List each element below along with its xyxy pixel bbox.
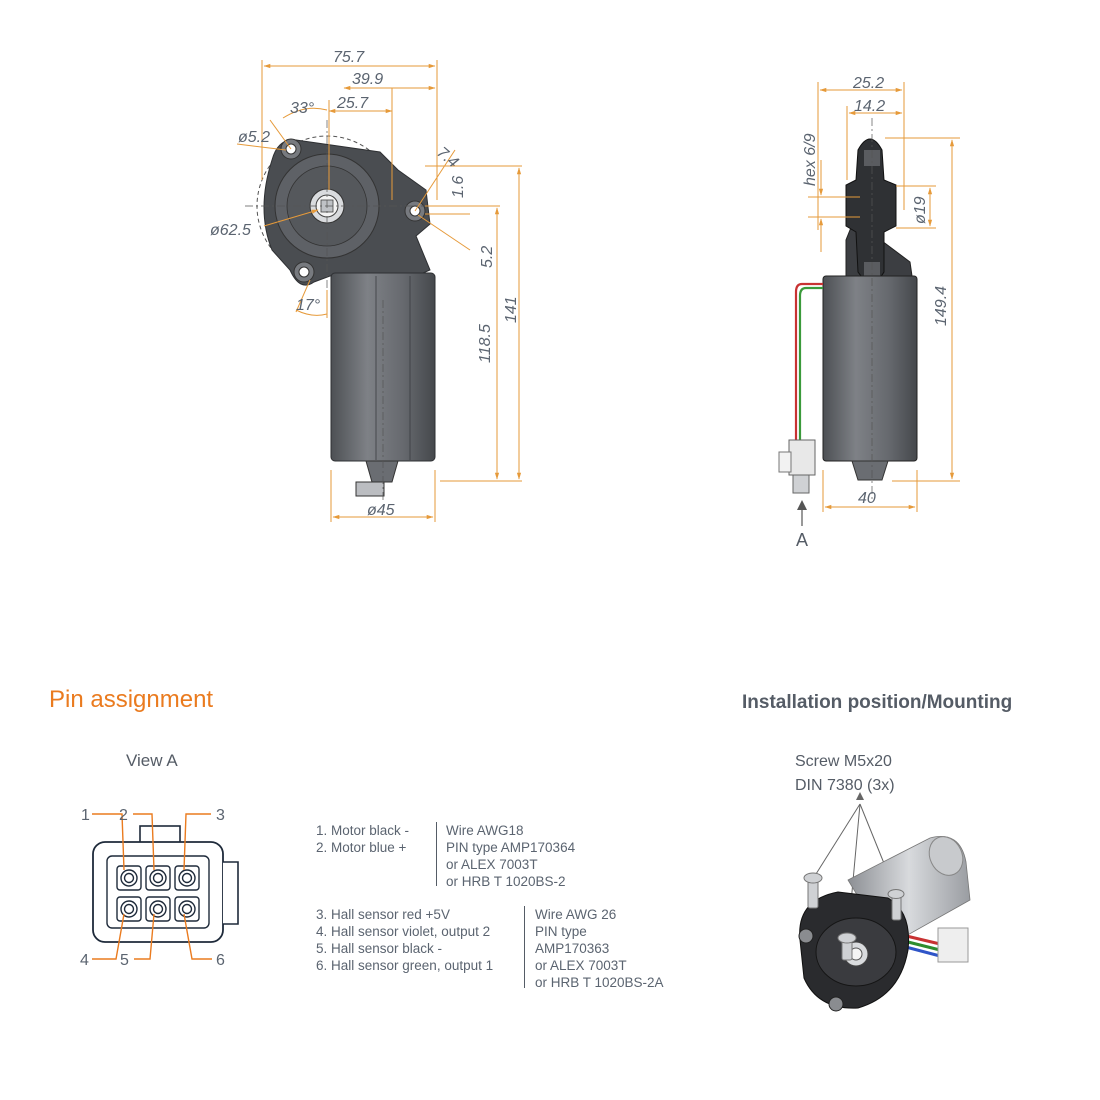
- installation-title: Installation position/Mounting: [742, 692, 1013, 713]
- hall-separator: [524, 906, 525, 988]
- motor-pin-2: 2. Motor blue +: [316, 840, 407, 855]
- dim-1-6: 1.6: [450, 176, 467, 198]
- pin-assignment-title: Pin assignment: [49, 686, 214, 713]
- motor-separator: [436, 822, 437, 886]
- motor-pin-1: 1. Motor black -: [316, 823, 410, 838]
- front-view: 75.7 39.9 25.7 33° ø5.2 ø62.5 7.4 1.6 5.…: [210, 49, 522, 522]
- gear-housing-side: [845, 138, 897, 283]
- hall-pin-5: 5. Hall sensor black -: [316, 941, 443, 956]
- screw-label-2: DIN 7380 (3x): [795, 777, 895, 794]
- motor-wire-line-4: or HRB T 1020BS-2: [446, 874, 566, 889]
- pin-number-4: 4: [80, 952, 89, 969]
- pin-number-5: 5: [120, 952, 129, 969]
- hall-pin-3: 3. Hall sensor red +5V: [316, 907, 450, 922]
- dim-hole-dia: ø5.2: [238, 129, 270, 146]
- dim-height-149-4: 149.4: [933, 286, 950, 326]
- dim-height-141: 141: [503, 296, 520, 323]
- dim-width-25-2: 25.2: [852, 75, 884, 92]
- dim-body-dia: ø45: [367, 502, 395, 519]
- pin-number-3: 3: [216, 807, 225, 824]
- dim-flange-dia: ø62.5: [210, 222, 251, 239]
- dim-7-4: 7.4: [433, 144, 461, 171]
- dim-hex: hex 6/9: [802, 133, 819, 186]
- pin-number-1: 1: [81, 807, 90, 824]
- connector-diagram: View A 1 2 3 4 5 6: [80, 751, 239, 969]
- dim-height-118-5: 118.5: [477, 324, 494, 363]
- dim-shaft-dia: ø19: [912, 196, 929, 224]
- pin-number-2: 2: [119, 807, 128, 824]
- hall-wire-line-4: or ALEX 7003T: [535, 958, 627, 973]
- dim-5-2: 5.2: [479, 246, 496, 268]
- dim-angle-bottom: 17°: [296, 297, 321, 314]
- hall-pins-list: 3. Hall sensor red +5V 4. Hall sensor vi…: [316, 906, 493, 974]
- pin-number-6: 6: [216, 952, 225, 969]
- view-a-label: View A: [126, 751, 178, 770]
- dim-shaft-offset: 25.7: [336, 95, 369, 112]
- installation-illustration: Screw M5x20 DIN 7380 (3x): [795, 753, 971, 1012]
- dim-angle-top: 33°: [290, 100, 315, 117]
- hall-wire-line-3: AMP170363: [535, 941, 610, 956]
- motor-pins-list: 1. Motor black - 2. Motor blue +: [316, 822, 409, 856]
- hall-wire-spec: Wire AWG 26 PIN type AMP170363 or ALEX 7…: [535, 906, 664, 991]
- dim-width-40: 40: [858, 490, 876, 507]
- hall-pin-4: 4. Hall sensor violet, output 2: [316, 924, 491, 939]
- screw-label-1: Screw M5x20: [795, 753, 892, 770]
- motor-wire-line-1: Wire AWG18: [446, 823, 524, 838]
- view-marker-a: A: [796, 530, 808, 550]
- dim-overall-width: 75.7: [333, 49, 365, 66]
- motor-cylinder-side: [822, 275, 918, 462]
- dim-width-14-2: 14.2: [854, 98, 885, 115]
- motor-wire-spec: Wire AWG18 PIN type AMP170364 or ALEX 70…: [446, 822, 575, 890]
- hall-wire-line-2: PIN type: [535, 924, 587, 939]
- hall-wire-line-5: or HRB T 1020BS-2A: [535, 975, 664, 990]
- side-view: 25.2 14.2 hex 6/9 ø19 149.4 40 A: [778, 75, 960, 550]
- hall-pin-6: 6. Hall sensor green, output 1: [316, 958, 494, 973]
- motor-wire-line-2: PIN type AMP170364: [446, 840, 576, 855]
- hall-wire-line-1: Wire AWG 26: [535, 907, 617, 922]
- dim-shaft-to-mount: 39.9: [352, 71, 383, 88]
- motor-wire-line-3: or ALEX 7003T: [446, 857, 538, 872]
